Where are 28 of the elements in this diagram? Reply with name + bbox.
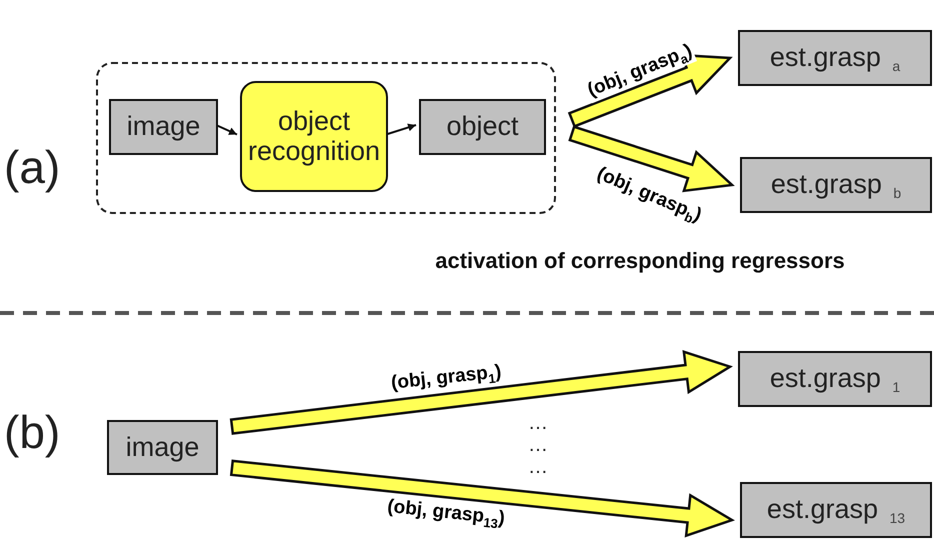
node-text: object recognition [246, 106, 382, 166]
block-arrow [230, 460, 735, 538]
block-arrow [568, 125, 735, 192]
panel-label: (a) [4, 140, 60, 194]
node-text: image [126, 112, 200, 142]
node-text: est.grasp $_{13}$ [766, 495, 906, 525]
node-text: est.grasp $_{a}$ [770, 43, 900, 73]
process-box [107, 420, 218, 475]
node-text: est.grasp $_{1}$ [770, 364, 900, 394]
ellipsis-text: … [528, 412, 548, 435]
node-text: est.grasp $_{b}$ [770, 170, 902, 200]
node-text: object [446, 112, 519, 142]
node-text: image [126, 432, 200, 462]
process-box [419, 99, 546, 155]
annotation-text: activation of corresponding regressors [434, 247, 846, 275]
block-arrow [568, 54, 733, 128]
dashed-group-box [96, 62, 556, 214]
arrow [386, 124, 416, 136]
ellipsis-text: … [528, 434, 548, 457]
panel-label: (b) [4, 405, 60, 459]
block-arrow [230, 350, 733, 435]
process-box [109, 99, 218, 155]
process-box [740, 482, 932, 538]
process-box [738, 351, 932, 407]
process-box [240, 81, 388, 192]
ellipsis-text: … [528, 456, 548, 479]
process-box [740, 157, 932, 213]
process-box [738, 30, 932, 86]
